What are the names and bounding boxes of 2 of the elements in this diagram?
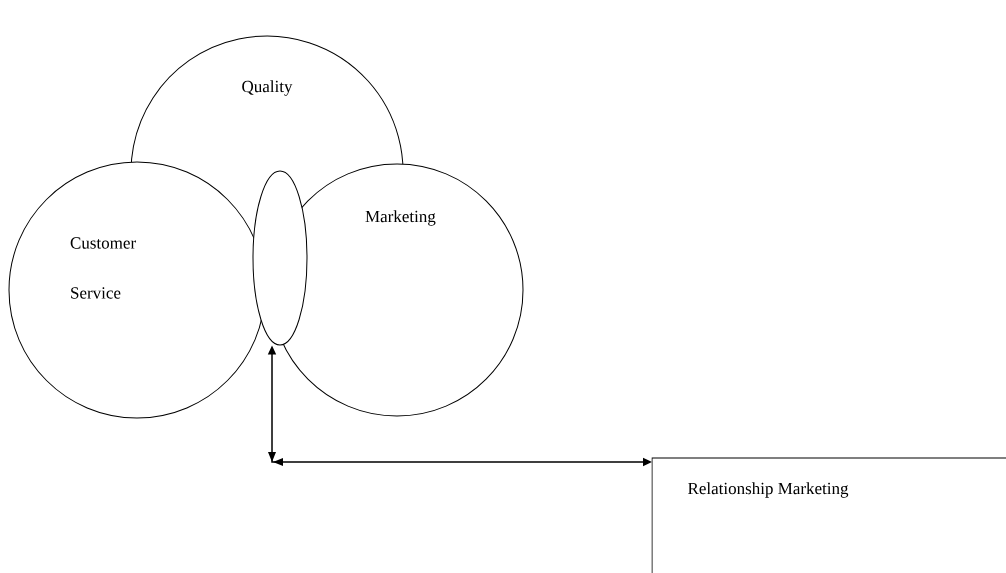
overlap-ellipse — [252, 170, 308, 346]
process-box: Relationship Marketing — [651, 457, 1006, 573]
